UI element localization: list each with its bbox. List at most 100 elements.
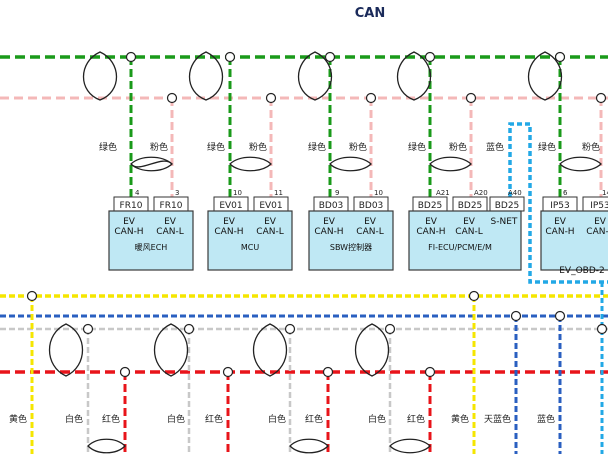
junction-dot: [468, 290, 480, 302]
signal-line: EV: [123, 217, 136, 227]
module-sbw: BD03 BD03 9 10 EV CAN-H EV CAN-L SBW控制器: [308, 189, 394, 271]
pin-number: A20: [474, 189, 488, 197]
signal-line: EV: [164, 217, 177, 227]
wire-label-pink: 粉色: [449, 141, 467, 153]
module-box: [308, 210, 394, 271]
signal-line: EV: [323, 217, 336, 227]
signal-line: EV: [463, 217, 476, 227]
twist-icon: [355, 323, 389, 377]
twist-icon: [253, 323, 287, 377]
junction-dot: [554, 51, 566, 63]
wire-label: 红色: [407, 413, 425, 425]
signal-line: EV: [264, 217, 277, 227]
module-box: [540, 210, 608, 271]
module-ech: FR10 FR10 4 3 EV CAN-H EV CAN-L 暖风ECH: [108, 189, 194, 271]
wire-label: 白色: [65, 413, 83, 425]
signal-line: CAN-H: [545, 227, 574, 237]
junction-dot: [465, 92, 477, 104]
junction-dot: [424, 51, 436, 63]
pin-number: 10: [374, 189, 383, 197]
connector-code: EV01: [259, 201, 282, 211]
pin-number: 10: [233, 189, 242, 197]
bottom-drops: [26, 282, 608, 454]
junction-dot: [510, 310, 522, 322]
wire-label-blue: 蓝色: [486, 141, 504, 153]
module-name: EV_OBD-2: [559, 266, 605, 276]
module-group-sbw: 绿色 粉色: [298, 51, 377, 197]
twist-icon: [389, 438, 431, 454]
wire-label-green: 绿色: [538, 141, 556, 153]
signal-line: CAN-H: [114, 227, 143, 237]
pin-number: 14: [602, 189, 608, 197]
connector-code: IP53: [590, 201, 608, 211]
junction-dot: [166, 92, 178, 104]
junction-dot: [222, 366, 234, 378]
pin-number: 4: [135, 189, 140, 197]
twist-icon: [429, 156, 472, 172]
junction-dot: [125, 51, 137, 63]
module-box: [108, 210, 194, 271]
junction-dot: [82, 323, 94, 335]
signal-line: S-NET: [491, 217, 518, 227]
top-bus-lines: [0, 55, 608, 100]
pin-number: 11: [274, 189, 283, 197]
module-group-fi-ecu: 绿色 粉色 蓝色: [397, 51, 608, 284]
signal-line: CAN-L: [586, 227, 608, 237]
signal-line: CAN-H: [214, 227, 243, 237]
twist-icon: [83, 51, 117, 101]
signal-line: CAN-L: [156, 227, 183, 237]
connector-code: BD25: [458, 201, 483, 211]
junction-dot: [424, 366, 436, 378]
module-box: [408, 210, 522, 271]
junction-dot: [365, 92, 377, 104]
connector-code: BD03: [359, 201, 384, 211]
twist-icon: [189, 51, 223, 101]
twist-icon: [289, 438, 329, 454]
signal-line: CAN-H: [314, 227, 343, 237]
junction-dot: [26, 290, 38, 302]
junction-dot: [265, 92, 277, 104]
signal-line: CAN-L: [455, 227, 482, 237]
module-group-ech: 绿色 粉色: [83, 51, 178, 197]
connector-code: EV01: [219, 201, 242, 211]
wire-label: 红色: [102, 413, 120, 425]
twist-icon: [528, 51, 562, 101]
twist-icon: [329, 156, 372, 172]
twist-icon: [87, 438, 126, 454]
module-name: FI-ECU/PCM/E/M: [428, 243, 492, 252]
junction-dot: [284, 323, 296, 335]
module-name: MCU: [241, 243, 259, 252]
twist-icon: [229, 156, 272, 172]
wire-label: 蓝色: [537, 413, 555, 425]
junction-dot: [324, 51, 336, 63]
module-obd: IP53 IP53 6 14 EV CAN-H EV CAN-L EV_OBD-…: [540, 189, 608, 276]
twist-icon: [154, 323, 188, 377]
junction-dot: [119, 366, 131, 378]
wire-label: 天蓝色: [484, 413, 511, 425]
junction-dot: [224, 51, 236, 63]
pin-number: 9: [335, 189, 339, 197]
signal-line: EV: [554, 217, 567, 227]
signal-line: EV: [364, 217, 377, 227]
junction-dot: [596, 323, 608, 335]
pin-number: A40: [508, 189, 522, 197]
bottom-bus-lines: [0, 294, 608, 374]
connector-code: BD25: [418, 201, 443, 211]
wire-label-green: 绿色: [99, 141, 117, 153]
junction-dot: [384, 323, 396, 335]
module-name: SBW控制器: [330, 242, 372, 252]
connector-code: BD03: [319, 201, 344, 211]
twist-icon: [559, 156, 602, 172]
signal-line: EV: [594, 217, 607, 227]
twist-icon: [49, 323, 83, 377]
wire-label: 白色: [167, 413, 185, 425]
wire-label-green: 绿色: [207, 141, 225, 153]
connector-code: BD25: [495, 201, 520, 211]
module-fi-ecu: BD25 BD25 BD25 A21 A20 A40 EV CAN-H EV C…: [408, 189, 525, 271]
signal-line: CAN-H: [416, 227, 445, 237]
signal-line: CAN-L: [256, 227, 283, 237]
signal-line: EV: [425, 217, 438, 227]
signal-line: EV: [223, 217, 236, 227]
twist-icon: [298, 51, 332, 101]
